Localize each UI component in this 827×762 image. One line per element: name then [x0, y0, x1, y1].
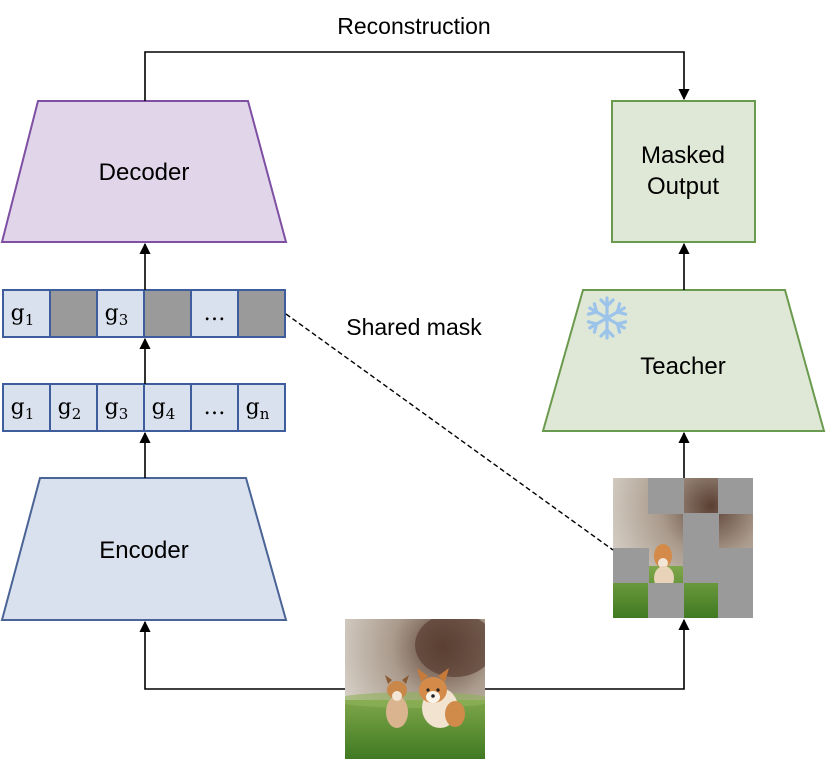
decoder-label: Decoder: [99, 159, 190, 186]
token-label: g4: [152, 395, 176, 423]
token-cell: g3: [96, 383, 145, 432]
masked-token-cell: [49, 289, 98, 338]
token-label: …: [204, 301, 226, 326]
reconstruction-label: Reconstruction: [337, 13, 490, 39]
masked-output-label-line1: Masked: [641, 142, 725, 169]
reconstruction-arrow: [144, 51, 690, 101]
token-label: g1: [11, 395, 35, 423]
teacher-block: [541, 289, 826, 432]
token-cell: …: [190, 289, 239, 338]
full-token-row: g1 g2 g3 g4 … gn: [2, 383, 286, 432]
teacher-label: Teacher: [640, 353, 725, 380]
token-label: gn: [246, 395, 270, 423]
masked-output-label-line2: Output: [647, 173, 719, 200]
masked-token-cell: [237, 289, 286, 338]
token-cell: g3: [96, 289, 145, 338]
masked-input-image: [613, 478, 753, 618]
token-label: g1: [11, 301, 35, 329]
arrow-image-to-encoder: [139, 620, 345, 690]
token-cell: g1: [2, 289, 51, 338]
decoder-block: [0, 100, 288, 243]
token-cell: gn: [237, 383, 286, 432]
token-cell: g4: [143, 383, 192, 432]
token-label: g3: [105, 301, 129, 329]
token-label: …: [204, 395, 226, 420]
shared-mask-dashed-line: [285, 313, 614, 551]
token-cell: …: [190, 383, 239, 432]
token-label: g2: [58, 395, 82, 423]
encoder-label: Encoder: [99, 537, 188, 564]
token-label: g3: [105, 395, 129, 423]
masked-token-cell: [143, 289, 192, 338]
token-cell: g2: [49, 383, 98, 432]
masked-output-block: [611, 100, 756, 243]
input-image: [345, 619, 485, 759]
arrow-image-to-masked-image: [485, 618, 690, 690]
token-cell: g1: [2, 383, 51, 432]
masked-token-row: g1 g3 …: [2, 289, 286, 338]
encoder-block: [0, 477, 288, 621]
shared-mask-label: Shared mask: [346, 314, 482, 340]
snowflake-icon: [585, 296, 629, 340]
